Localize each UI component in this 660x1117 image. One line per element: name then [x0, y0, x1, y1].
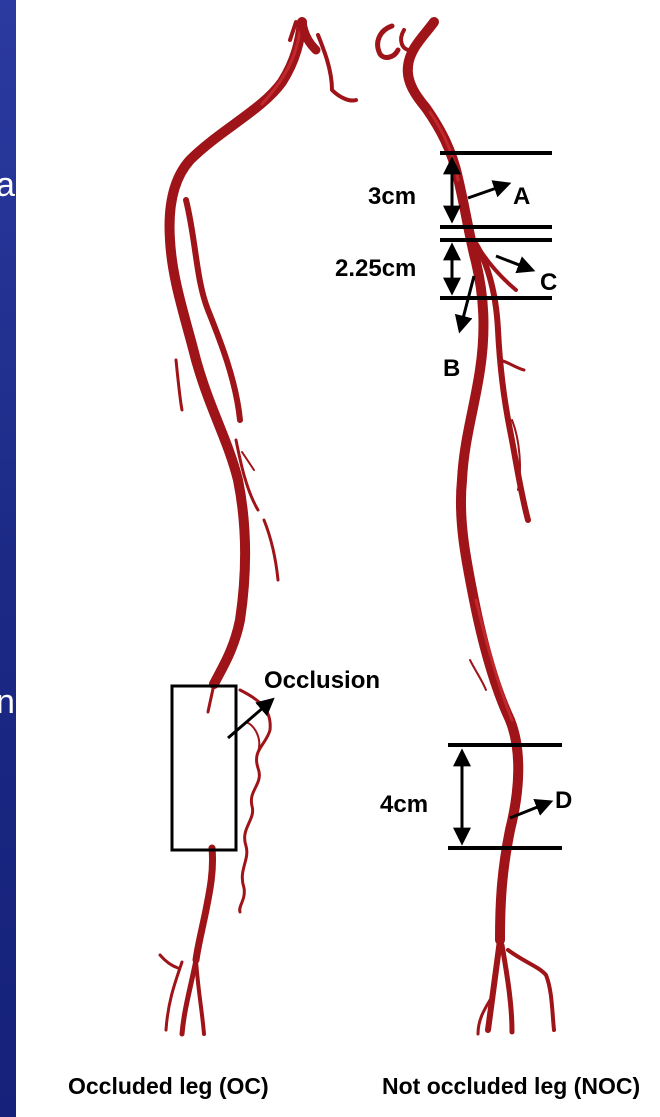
label-b: B — [443, 355, 460, 382]
occlusion-annotation: Occlusion — [172, 667, 380, 850]
label-d: D — [555, 787, 572, 814]
label-a: A — [513, 183, 530, 210]
oc-profunda — [186, 200, 240, 420]
label-3cm: 3cm — [368, 183, 416, 210]
oc-distal-vessel — [196, 848, 213, 960]
arrow-a — [468, 184, 508, 198]
not-occluded-leg-artery — [378, 22, 554, 1034]
oc-main-vessel — [170, 22, 302, 684]
occlusion-box — [172, 686, 236, 850]
noc-main-vessel — [426, 108, 518, 940]
label-2-25cm: 2.25cm — [335, 255, 416, 282]
arrow-c — [496, 256, 532, 270]
occlusion-label: Occlusion — [264, 667, 380, 694]
caption-not-occluded-leg: Not occluded leg (NOC) — [382, 1073, 640, 1099]
caption-occluded-leg: Occluded leg (OC) — [68, 1073, 269, 1099]
label-4cm: 4cm — [380, 791, 428, 818]
arrow-b — [460, 276, 474, 330]
occluded-leg-artery — [160, 22, 356, 1034]
label-c: C — [540, 269, 557, 296]
